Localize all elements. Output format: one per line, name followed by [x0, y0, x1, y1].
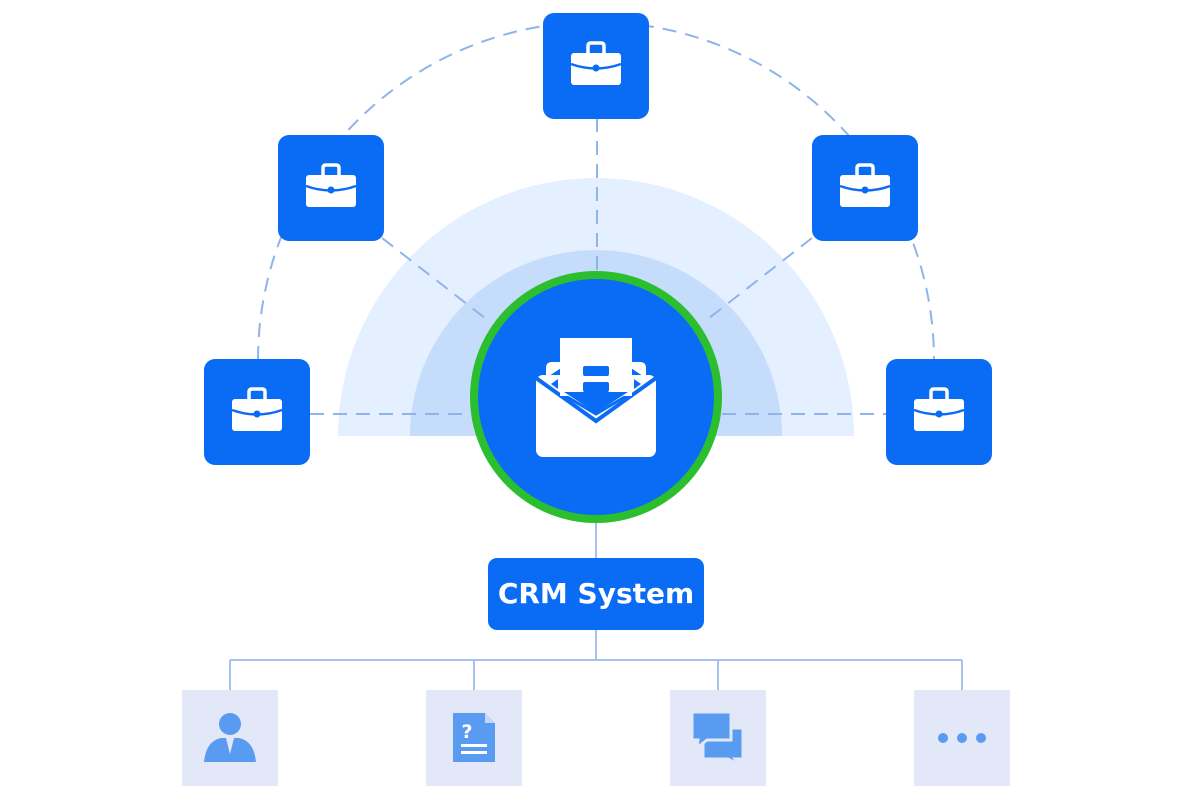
user-icon [204, 713, 256, 762]
satellite-upper-left[interactable] [278, 135, 384, 241]
satellite-upper-right[interactable] [812, 135, 918, 241]
svg-text:?: ? [461, 721, 472, 743]
crm-system-label[interactable]: CRM System [488, 558, 704, 630]
mail-document-icon [534, 338, 658, 457]
crm-hub[interactable] [470, 271, 722, 523]
more-dots-icon [938, 733, 986, 743]
chat-bubbles-icon [690, 710, 745, 768]
module-faq[interactable]: ? [426, 690, 522, 786]
satellite-top[interactable] [543, 13, 649, 119]
tree-lines [229, 523, 963, 690]
question-document-icon: ? [453, 713, 495, 762]
satellite-left[interactable] [204, 359, 310, 465]
module-more[interactable] [914, 690, 1010, 786]
module-customer[interactable] [182, 690, 278, 786]
satellite-right[interactable] [886, 359, 992, 465]
module-messages[interactable] [670, 690, 766, 786]
